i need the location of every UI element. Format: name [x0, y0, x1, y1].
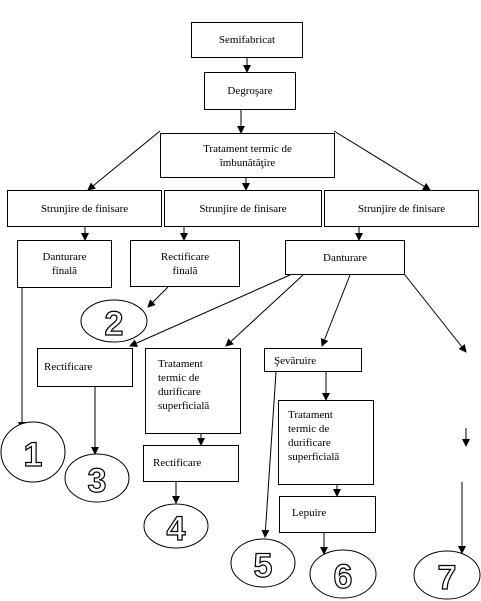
outcome-5: 5 [230, 538, 296, 588]
outcome-1: 1 [0, 421, 66, 483]
arrow-tratament-strunjire-1 [87, 130, 161, 191]
node-tratament-durificare-2: Tratament termic de durificare superfici… [278, 400, 374, 485]
node-danturare: Danturare [285, 240, 405, 275]
arrow-danturare-tratament [225, 274, 304, 347]
arrow-severuire-5 [261, 371, 277, 538]
arrow-danturare-branch-7 [404, 274, 467, 353]
outcome-1-label: 1 [24, 436, 43, 474]
outcome-7: 7 [413, 550, 481, 600]
node-tratament-durificare-1: Tratament termic de durificare superfici… [145, 348, 241, 434]
outcome-5-label: 5 [254, 547, 273, 585]
outcome-2: 2 [80, 299, 148, 344]
node-degrosare: Degroşare [204, 72, 296, 110]
node-strunjire-1: Strunjire de finisare [7, 190, 162, 227]
node-tratament-imbunatatire: Tratament termic de îmbunătăţire [160, 133, 335, 178]
outcome-2-label: 2 [105, 305, 124, 343]
outcome-4-label: 4 [167, 510, 186, 548]
node-rectificare-2: Rectificare [143, 445, 239, 482]
node-strunjire-2: Strunjire de finisare [164, 190, 322, 227]
arrow-tratament-strunjire-3 [333, 130, 431, 191]
arrow-rectificare-finala-2 [147, 286, 169, 308]
arrow-danturare-rectificare [129, 274, 291, 347]
node-severuire: Şevăruire [264, 348, 362, 372]
outcome-6-label: 6 [334, 558, 353, 596]
node-danturare-finala: Danturare finală [17, 240, 112, 288]
node-strunjire-3: Strunjire de finisare [324, 190, 479, 227]
outcome-7-label: 7 [438, 559, 457, 597]
node-rectificare-1: Rectificare [37, 348, 133, 387]
arrow-danturare-severuire [320, 274, 351, 347]
node-semifabricat: Semifabricat [191, 22, 303, 58]
outcome-6: 6 [309, 549, 377, 599]
node-lepuire: Lepuire [279, 496, 376, 533]
outcome-3-label: 3 [88, 462, 107, 500]
node-rectificare-finala: Rectificare finală [130, 240, 240, 287]
outcome-4: 4 [143, 503, 209, 549]
outcome-3: 3 [64, 453, 130, 503]
